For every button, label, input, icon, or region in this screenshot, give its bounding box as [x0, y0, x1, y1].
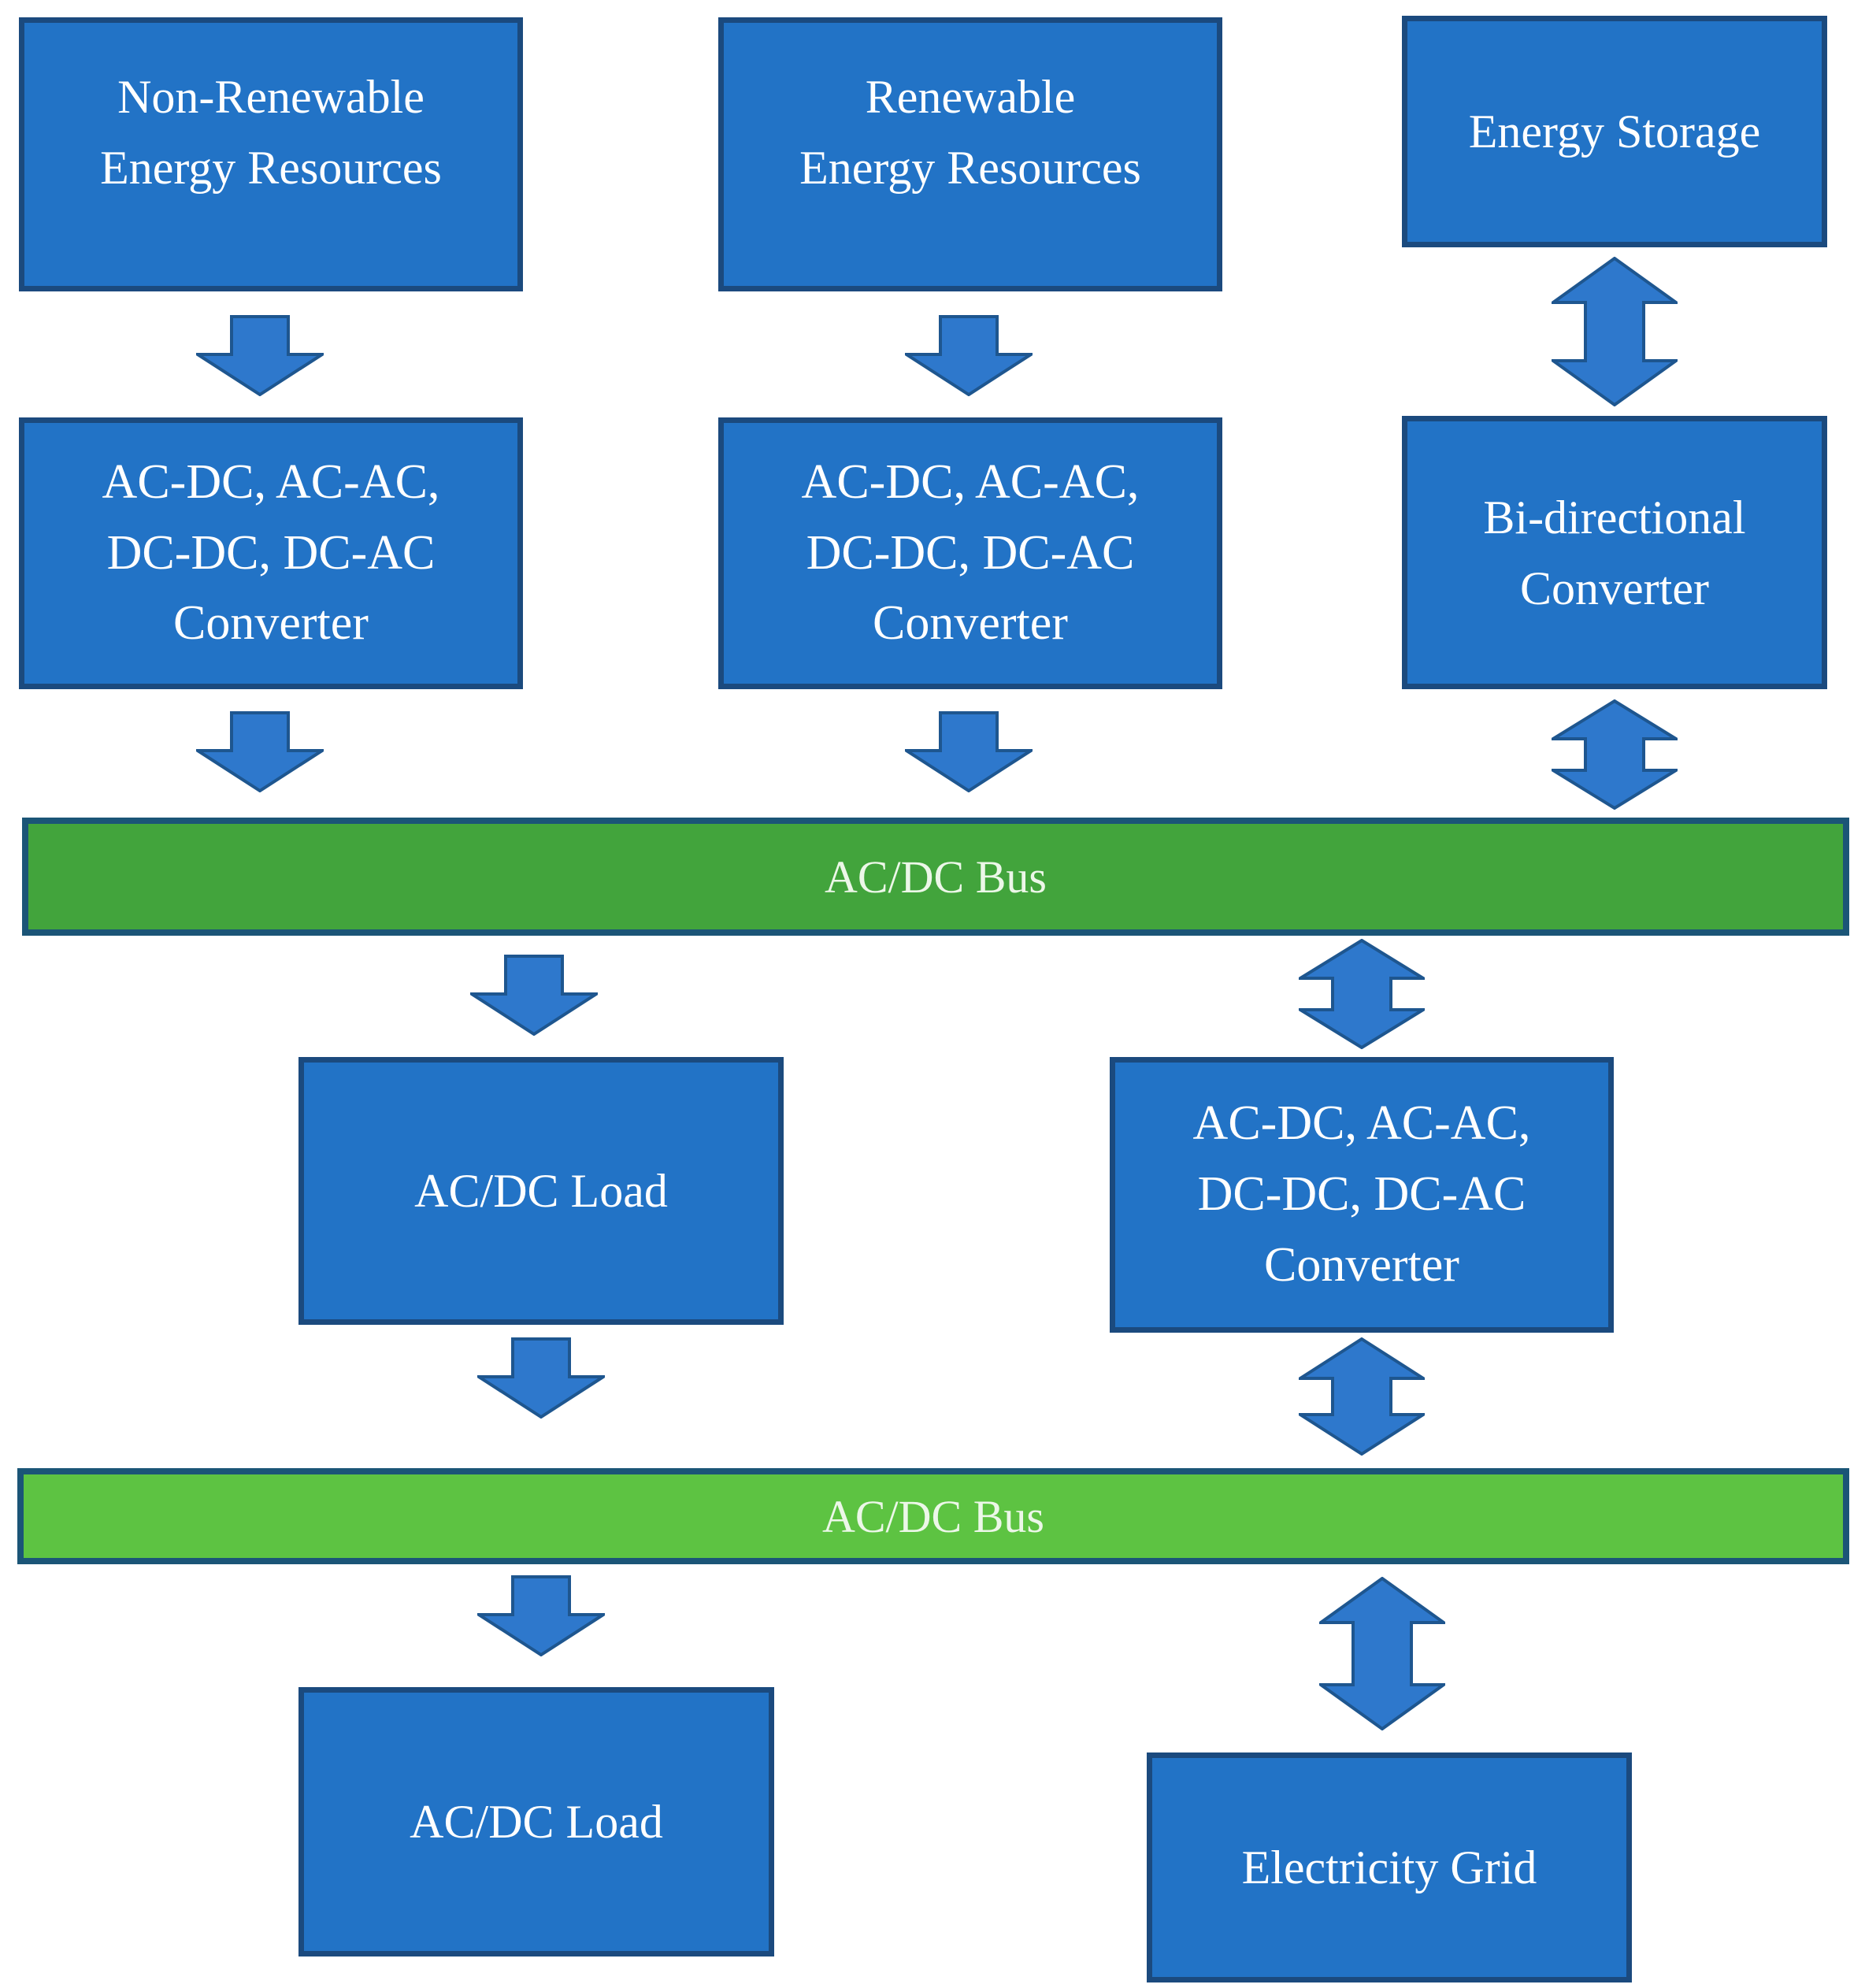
down-arrow-icon	[477, 1575, 605, 1656]
down-arrow-icon	[196, 315, 324, 396]
node-non-renewable-energy-resources: Non-Renewable Energy Resources	[19, 17, 523, 291]
bidirectional-arrow-icon	[1299, 939, 1425, 1049]
down-arrow-icon	[905, 711, 1033, 792]
ac-dc-bus-lower: AC/DC Bus	[17, 1468, 1849, 1564]
down-arrow-icon	[905, 315, 1033, 396]
node-converter-mid: AC-DC, AC-AC, DC-DC, DC-AC Converter	[718, 417, 1222, 689]
bidirectional-arrow-icon	[1552, 257, 1678, 406]
node-ac-dc-load-mid: AC/DC Load	[298, 1057, 784, 1325]
node-ac-dc-load-bottom: AC/DC Load	[298, 1687, 774, 1956]
node-electricity-grid: Electricity Grid	[1147, 1752, 1632, 1982]
node-label: Bi-directional Converter	[1483, 491, 1746, 614]
node-renewable-energy-resources: Renewable Energy Resources	[718, 17, 1222, 291]
node-label: AC-DC, AC-AC, DC-DC, DC-AC Converter	[1192, 1096, 1531, 1292]
node-label: AC/DC Load	[414, 1165, 668, 1217]
node-label: Energy Storage	[1468, 106, 1761, 158]
node-label: Non-Renewable Energy Resources	[100, 71, 442, 194]
node-energy-storage: Energy Storage	[1402, 16, 1827, 247]
node-label: AC/DC Load	[410, 1796, 663, 1848]
down-arrow-icon	[477, 1337, 605, 1419]
node-converter-lower: AC-DC, AC-AC, DC-DC, DC-AC Converter	[1110, 1057, 1614, 1333]
node-label: Renewable Energy Resources	[799, 71, 1141, 194]
ac-dc-bus-upper: AC/DC Bus	[22, 818, 1849, 936]
node-label: AC-DC, AC-AC, DC-DC, DC-AC Converter	[102, 454, 440, 651]
down-arrow-icon	[196, 711, 324, 792]
node-label: AC-DC, AC-AC, DC-DC, DC-AC Converter	[801, 454, 1140, 651]
bus-label: AC/DC Bus	[824, 851, 1047, 903]
down-arrow-icon	[470, 955, 598, 1036]
bidirectional-arrow-icon	[1552, 699, 1678, 810]
bidirectional-arrow-icon	[1319, 1577, 1445, 1730]
node-label: Electricity Grid	[1241, 1841, 1537, 1893]
bus-label: AC/DC Bus	[821, 1490, 1044, 1542]
bidirectional-arrow-icon	[1299, 1337, 1425, 1456]
node-converter-left: AC-DC, AC-AC, DC-DC, DC-AC Converter	[19, 417, 523, 689]
node-bidirectional-converter: Bi-directional Converter	[1402, 416, 1827, 689]
